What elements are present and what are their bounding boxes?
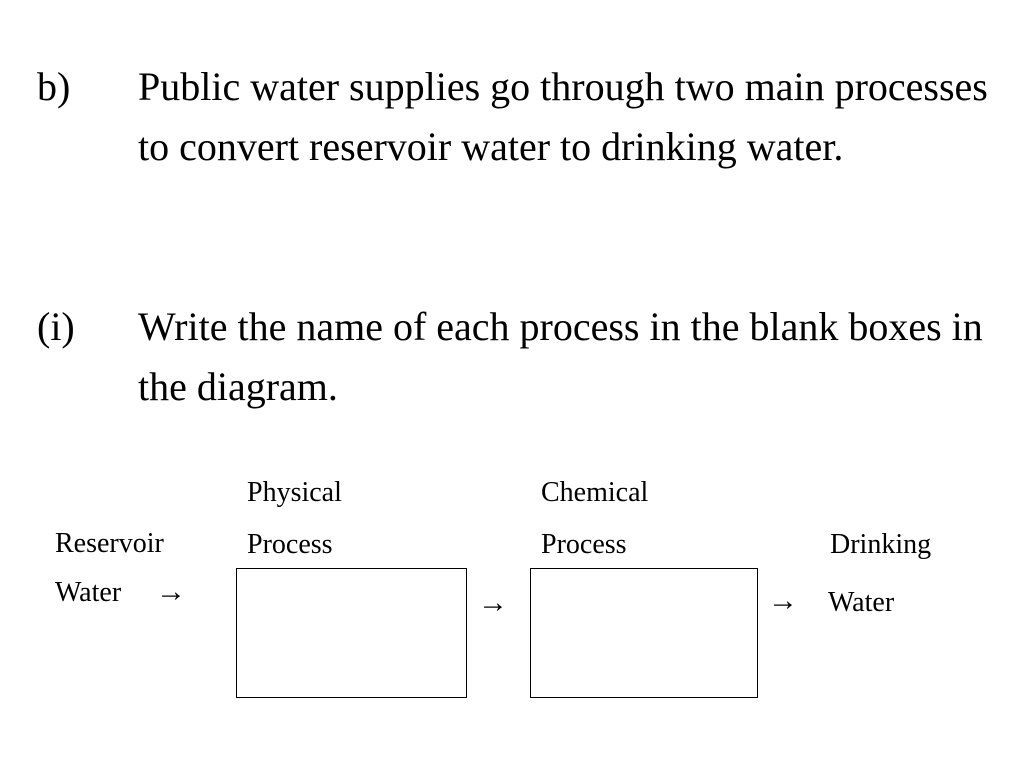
chemical-process-label-line2: Process [541, 529, 627, 560]
physical-process-label-line1: Physical [247, 477, 342, 508]
chemical-process-answer-box[interactable] [530, 568, 758, 698]
arrow-icon: → [156, 575, 186, 608]
reservoir-label-line1: Reservoir [55, 528, 164, 559]
question-b-label: b) [37, 64, 71, 109]
drinking-water-label-line1: Drinking [830, 529, 932, 560]
arrow-icon: → [768, 584, 798, 617]
physical-process-label-line2: Process [247, 529, 333, 560]
arrow-icon: → [478, 586, 508, 619]
drinking-water-label-line2: Water [828, 587, 895, 618]
question-i-text: Write the name of each process in the bl… [138, 304, 983, 409]
reservoir-label-line2: Water [55, 577, 122, 608]
physical-process-answer-box[interactable] [236, 568, 467, 698]
question-i-label: (i) [37, 304, 75, 349]
question-b-text: Public water supplies go through two mai… [138, 64, 988, 169]
chemical-process-label-line1: Chemical [541, 477, 649, 508]
